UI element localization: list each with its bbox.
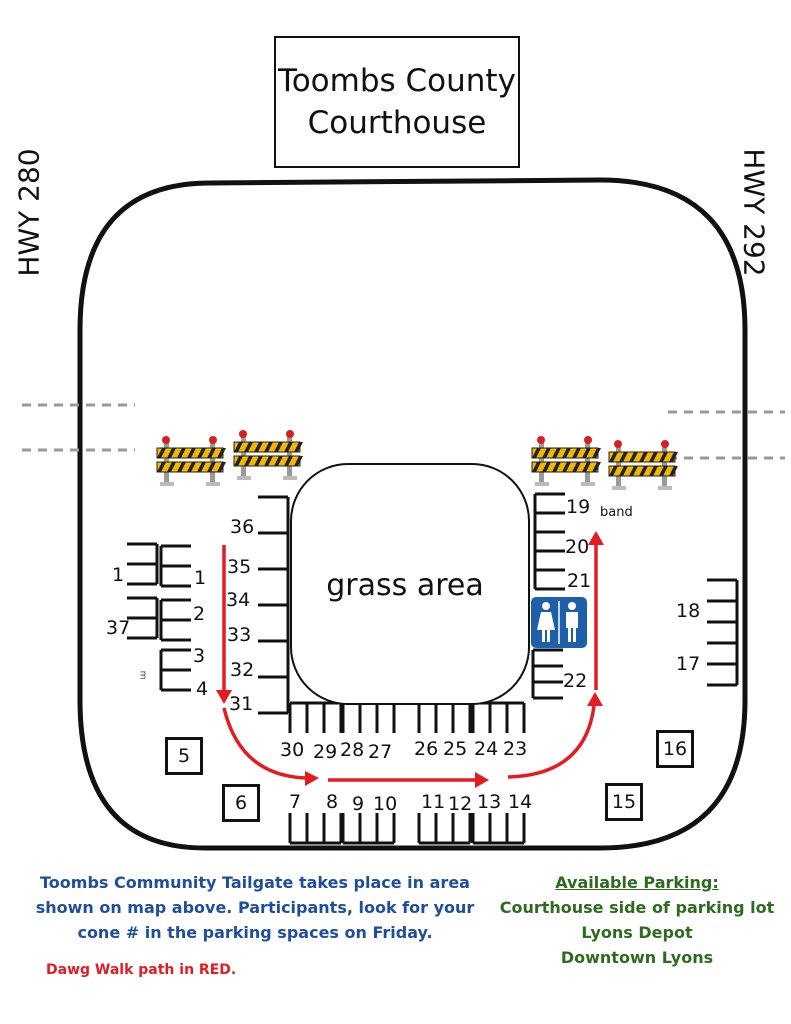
restroom-icon <box>531 597 587 648</box>
crosswalk-dashes <box>22 403 785 460</box>
spot-number: 18 <box>676 600 701 622</box>
spot-number: 4 <box>196 678 209 700</box>
road-loop <box>77 177 748 851</box>
spot-number: 14 <box>508 791 533 813</box>
spot-number: 26 <box>414 738 439 760</box>
barricade-icon <box>156 436 226 486</box>
spot-box-15: 15 <box>605 783 643 821</box>
spot-number: 9 <box>352 793 365 815</box>
parking-stall-group <box>159 648 191 692</box>
dawg-walk-note: Dawg Walk path in RED. <box>46 962 237 978</box>
spot-number: 7 <box>289 791 302 813</box>
parking-stall-group <box>341 813 396 845</box>
spot-number: 13 <box>477 791 502 813</box>
spot-number: 25 <box>443 738 468 760</box>
parking-stall-group <box>127 542 159 586</box>
parking-title: Available Parking: <box>555 873 719 892</box>
parking-stall-group <box>159 598 191 642</box>
small-mark: m <box>137 670 148 680</box>
spot-number: 10 <box>373 793 398 815</box>
grass-area-label: grass area <box>326 568 484 603</box>
parking-stall-group <box>471 813 526 845</box>
courthouse-label: Toombs County Courthouse <box>278 63 516 141</box>
hwy-292-label: HWY 292 <box>737 148 771 277</box>
courthouse-building: Toombs County Courthouse <box>274 36 520 168</box>
parking-stall-group <box>127 596 159 640</box>
dawg-walk-path <box>222 545 598 782</box>
parking-stall-group <box>341 701 396 733</box>
parking-item: Lyons Depot <box>581 923 693 942</box>
spot-number: 28 <box>340 739 365 761</box>
barricade-icon <box>608 440 678 490</box>
spot-number: 36 <box>230 516 255 538</box>
spot-number: 23 <box>503 738 528 760</box>
parking-item: Downtown Lyons <box>560 948 714 967</box>
spot-number: 37 <box>106 617 131 639</box>
parking-stall-group <box>417 813 472 845</box>
parking-stall-group <box>288 701 343 733</box>
spot-box-6: 6 <box>222 784 260 822</box>
spot-number: 2 <box>193 603 206 625</box>
parking-stall-group <box>707 578 739 687</box>
parking-item: Courthouse side of parking lot <box>499 898 775 917</box>
parking-stall-group <box>258 495 290 715</box>
spot-number: 32 <box>230 659 255 681</box>
parking-stall-group <box>533 492 565 591</box>
spot-number: 1 <box>194 567 207 589</box>
grass-area <box>290 463 530 705</box>
spot-number: 34 <box>226 589 251 611</box>
spot-number: 27 <box>368 741 393 763</box>
spot-number: 19 <box>566 496 591 518</box>
parking-stall-group <box>417 701 472 733</box>
parking-stall-group <box>159 544 191 588</box>
spot-number: 1 <box>112 564 125 586</box>
walk-arrowheads <box>216 531 604 788</box>
spot-number: 31 <box>229 693 254 715</box>
spot-number: 35 <box>227 556 252 578</box>
spot-number: 33 <box>227 624 252 646</box>
spot-number: 8 <box>326 791 339 813</box>
spot-number: 20 <box>565 536 590 558</box>
spot-number: 30 <box>280 739 305 761</box>
parking-stall-group <box>531 648 563 700</box>
parking-info: Available Parking: Courthouse side of pa… <box>496 870 778 970</box>
barricade-icon <box>531 436 601 486</box>
hwy-280-label: HWY 280 <box>12 148 46 277</box>
spot-number: 3 <box>193 645 206 667</box>
barricade-icon <box>233 430 303 480</box>
spot-box-16: 16 <box>656 730 694 768</box>
spot-number: 11 <box>421 791 446 813</box>
spot-number: 12 <box>448 793 473 815</box>
tailgate-info-text: Toombs Community Tailgate takes place in… <box>35 873 475 942</box>
spot-box-5: 5 <box>165 737 203 775</box>
spot-number: 21 <box>567 570 592 592</box>
band-label: band <box>600 505 633 520</box>
parking-stall-group <box>288 813 343 845</box>
parking-stall-group <box>471 701 526 733</box>
spot-number: 22 <box>563 670 588 692</box>
spot-number: 29 <box>313 741 338 763</box>
spot-number: 24 <box>474 738 499 760</box>
spot-number: 17 <box>676 653 701 675</box>
